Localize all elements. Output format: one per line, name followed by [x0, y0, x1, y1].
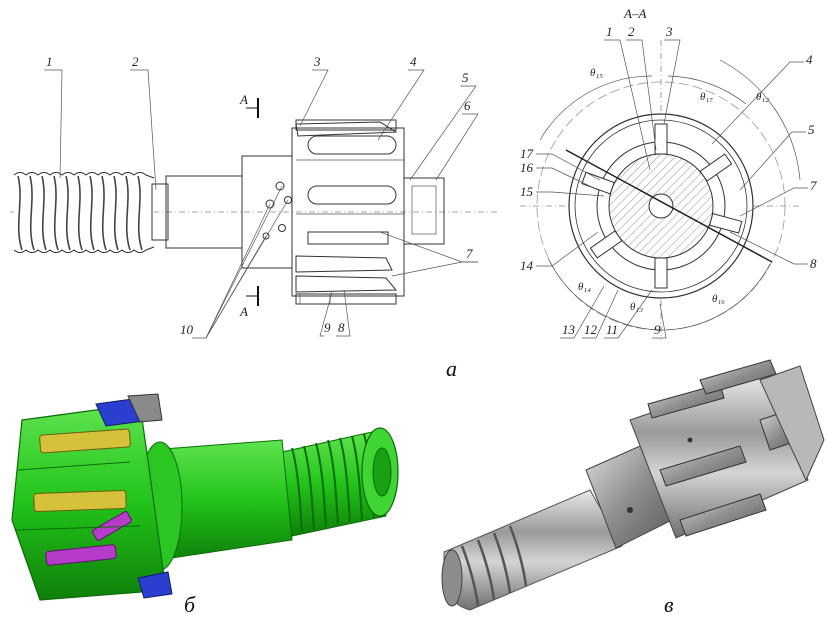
section-view-drawing: A–A: [520, 6, 817, 340]
angle-theta-15: θ₁₅: [590, 67, 603, 79]
caption-a: а: [446, 356, 457, 381]
cad-model-render: [11, 393, 399, 601]
photo-pilot: [759, 365, 825, 482]
side-view-drawing: A A 1 2 3 4 5 6 7 8: [10, 54, 500, 339]
sect-callout-3: 3: [665, 24, 673, 39]
callout-1: 1: [46, 54, 53, 69]
cut-label-bottom: A: [239, 304, 248, 319]
sect-callout-9: 9: [654, 322, 661, 337]
model-head: [11, 393, 173, 601]
callout-2: 2: [132, 54, 139, 69]
callout-9: 9: [324, 320, 331, 335]
tool-photo: [441, 359, 825, 611]
sect-callout-11: 11: [606, 322, 618, 337]
sect-callout-7: 7: [810, 178, 817, 193]
coolant-holes: [262, 181, 292, 240]
section-cut-mark-bottom: A: [239, 286, 259, 319]
sect-callout-1: 1: [606, 24, 613, 39]
pilot: [403, 177, 445, 245]
sect-callout-8: 8: [810, 256, 817, 271]
sect-callout-17: 17: [520, 146, 534, 161]
cutter-head: [291, 119, 405, 305]
photo-shank: [441, 489, 623, 611]
callout-6: 6: [464, 98, 471, 113]
caption-b: б: [184, 592, 196, 617]
sect-callout-16: 16: [520, 160, 534, 175]
angle-theta-12: θ₁₂: [756, 91, 769, 103]
callout-5: 5: [462, 70, 469, 85]
sect-callout-12: 12: [584, 322, 598, 337]
section-title: A–A: [623, 6, 646, 21]
sect-callout-4: 4: [806, 52, 813, 67]
sect-callout-14: 14: [520, 258, 534, 273]
angle-theta-17: θ₁₇: [700, 91, 713, 103]
angle-theta-14: θ₁₄: [578, 281, 591, 293]
cut-label-top: A: [239, 92, 248, 107]
threaded-shank: [13, 172, 155, 253]
section-blades: [581, 123, 743, 289]
sect-callout-15: 15: [520, 184, 534, 199]
callout-8: 8: [338, 320, 345, 335]
sect-callout-2: 2: [628, 24, 635, 39]
caption-c: в: [664, 592, 674, 617]
section-cut-mark-top: A: [239, 92, 259, 118]
collar: [165, 175, 243, 249]
angle-theta-16: θ₁₆: [712, 293, 725, 305]
neck: [151, 183, 169, 241]
sect-callout-13: 13: [562, 322, 576, 337]
callout-7: 7: [466, 246, 473, 261]
callout-3: 3: [313, 54, 321, 69]
sect-callout-5: 5: [808, 122, 815, 137]
callout-4: 4: [410, 54, 417, 69]
callout-10: 10: [180, 322, 194, 337]
model-thread: [281, 427, 399, 537]
angle-theta-13: θ₁₃: [630, 301, 643, 313]
